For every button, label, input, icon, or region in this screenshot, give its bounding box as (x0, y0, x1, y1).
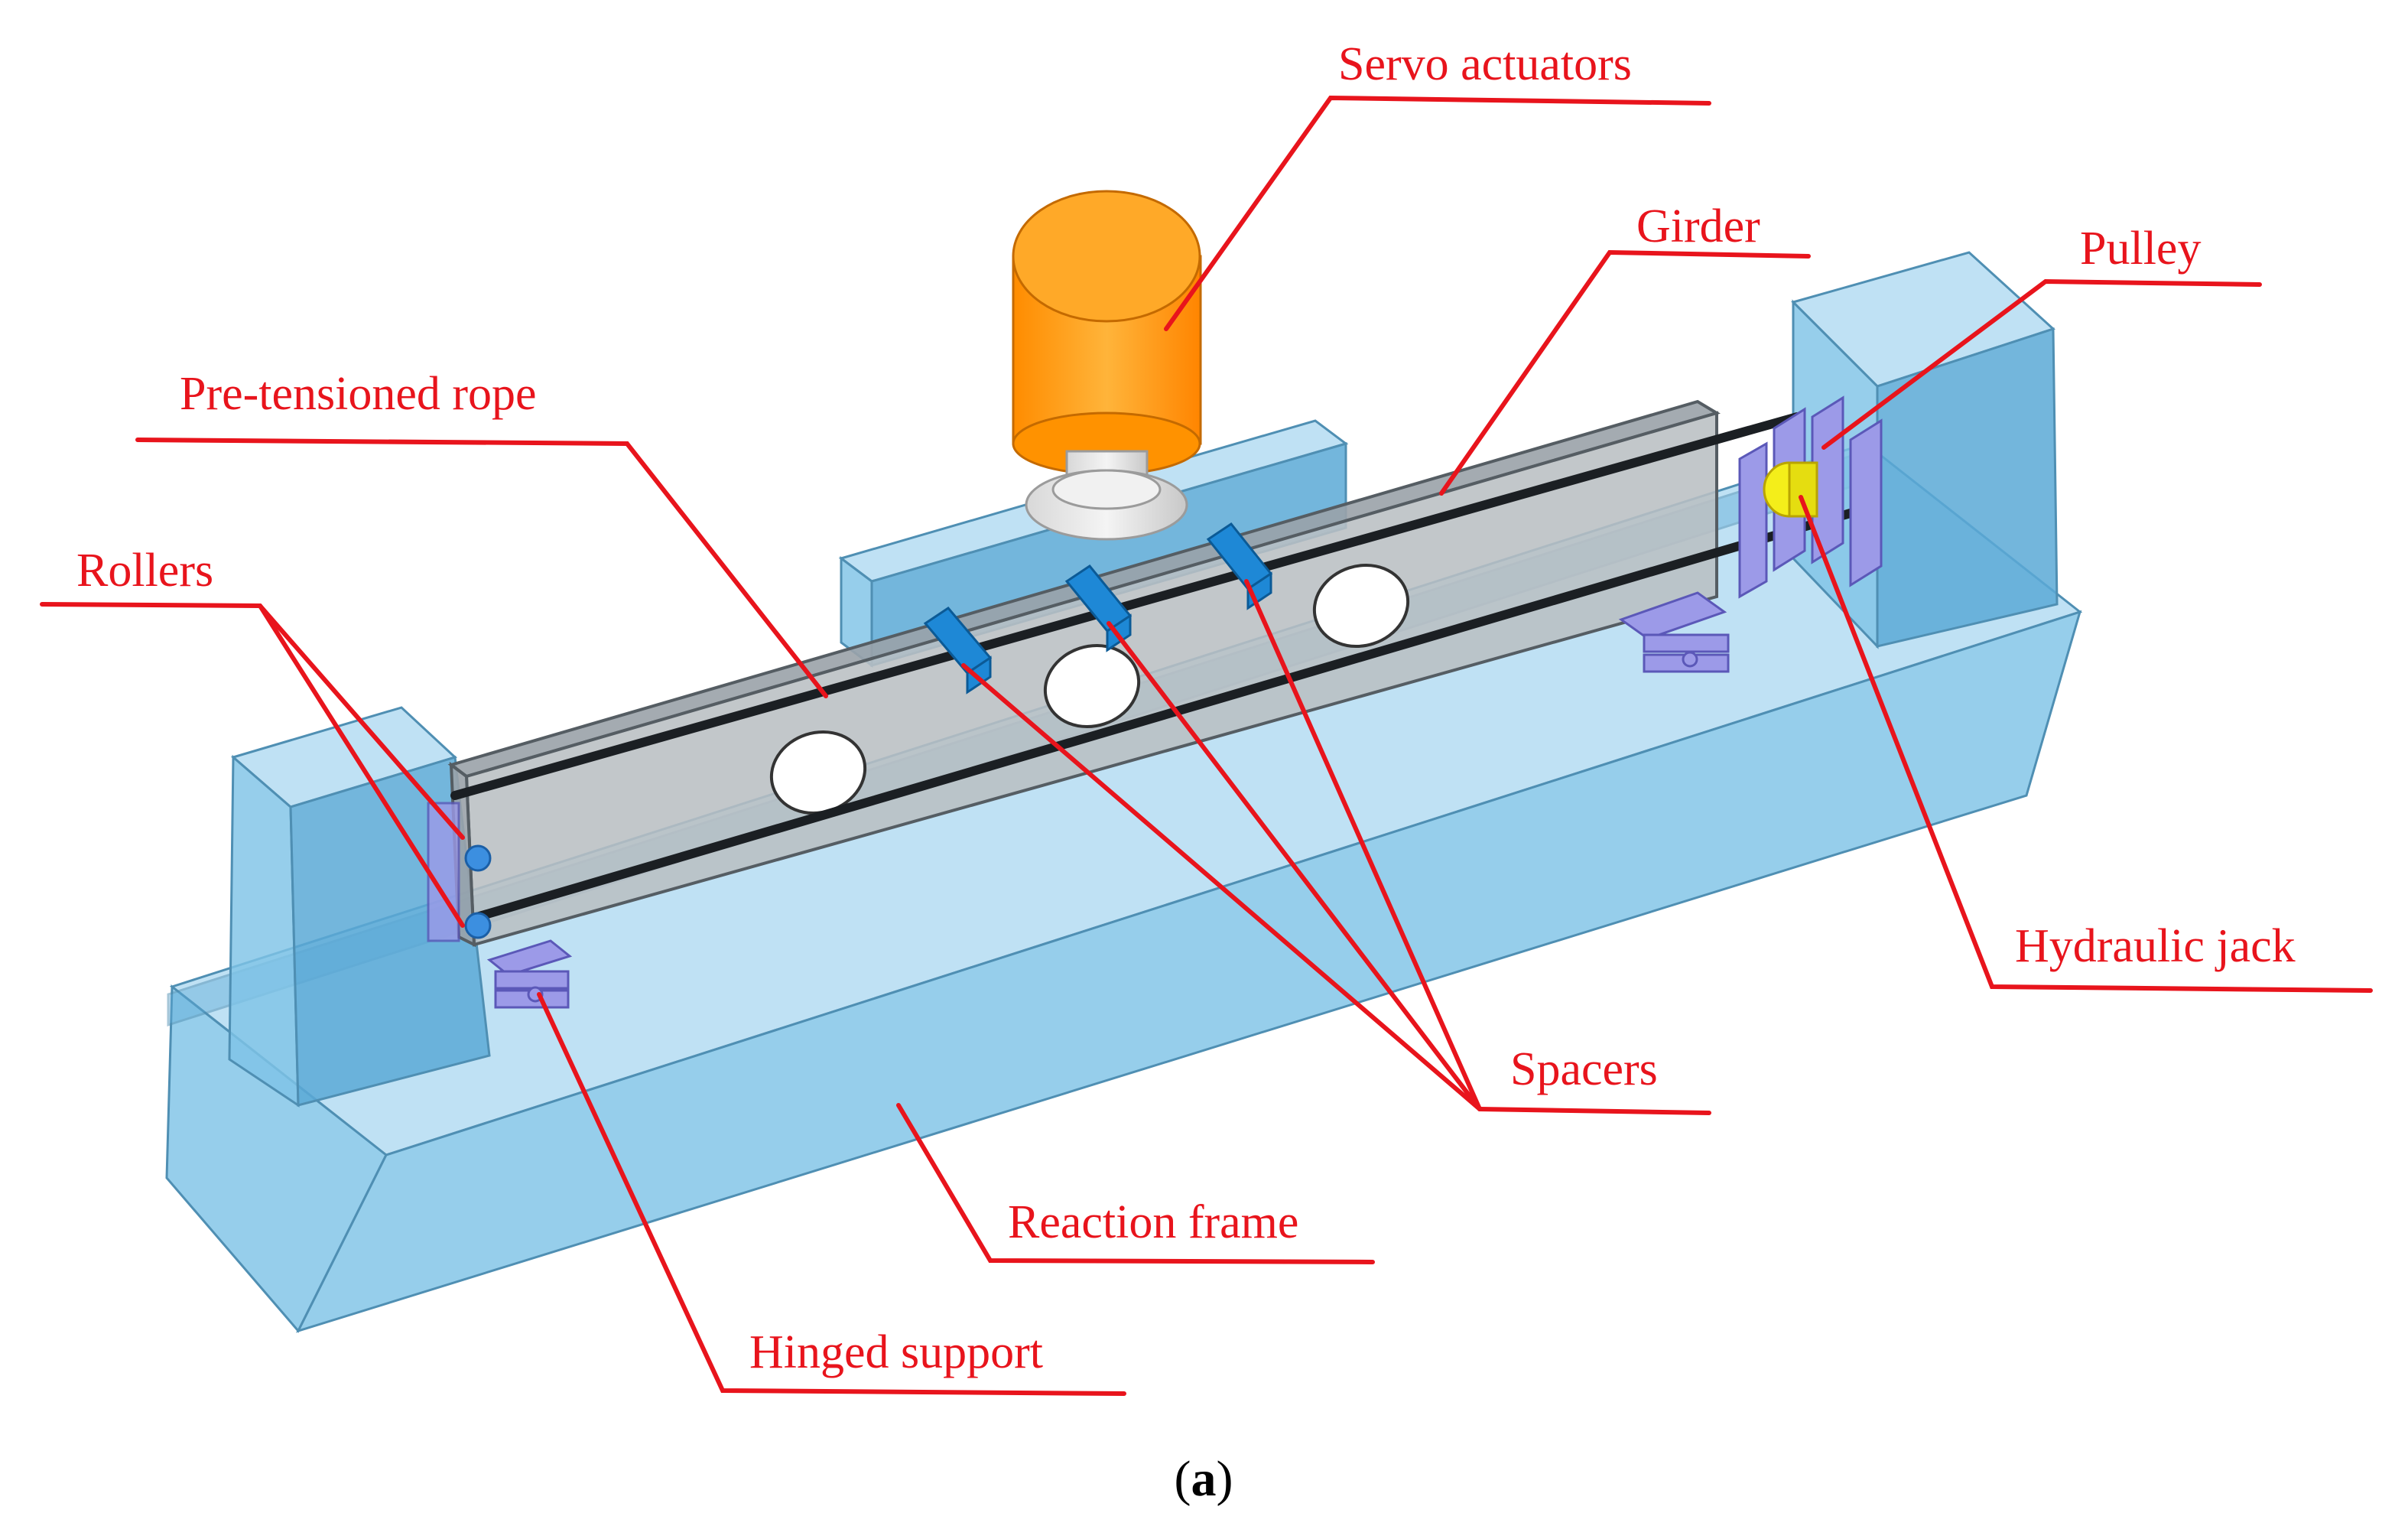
leader-spacers-1 (961, 663, 1482, 1111)
leader-hydraulic-jack (1799, 495, 2373, 993)
label-spacers: Spacers (1510, 1043, 1658, 1095)
leader-pulley (1821, 278, 2262, 450)
rope-lower (470, 504, 1870, 922)
label-pre-tensioned-rope: Pre-tensioned rope (180, 368, 537, 420)
pulley-assembly (1738, 395, 1883, 599)
caption-letter: a (1191, 1451, 1217, 1507)
right-support-roller (1618, 591, 1730, 673)
hydraulic-jack-shape (1763, 461, 1818, 518)
spacer-1 (923, 607, 993, 695)
leader-spacers-3 (1244, 579, 1482, 1111)
leader-girder (1439, 249, 1811, 496)
rope-upper (450, 412, 1802, 800)
label-girder: Girder (1636, 200, 1760, 252)
hinged-support-shape (486, 939, 573, 1009)
leader-hinged-support (537, 992, 1126, 1396)
label-reaction-frame: Reaction frame (1008, 1196, 1298, 1248)
label-rollers: Rollers (76, 545, 213, 597)
label-pulley: Pulley (2080, 223, 2201, 275)
leader-servo-actuators (1164, 95, 1711, 331)
girder-hole-3 (1312, 563, 1410, 649)
caption-close-paren: ) (1217, 1451, 1233, 1507)
leader-spacers-2 (1107, 621, 1482, 1111)
servo-actuator-shape (1012, 190, 1202, 541)
label-servo-actuators: Servo actuators (1338, 38, 1632, 90)
label-hinged-support: Hinged support (749, 1326, 1043, 1378)
leader-pre-tensioned-rope (135, 438, 828, 698)
label-hydraulic-jack: Hydraulic jack (2015, 920, 2296, 972)
leader-rollers-2 (258, 603, 465, 928)
caption-open-paren: ( (1175, 1451, 1191, 1507)
leader-reaction-frame (896, 1103, 1375, 1264)
girder-hole-2 (1043, 643, 1141, 729)
figure-caption: (a) (1175, 1451, 1233, 1507)
leader-spacers (1477, 1107, 1711, 1115)
